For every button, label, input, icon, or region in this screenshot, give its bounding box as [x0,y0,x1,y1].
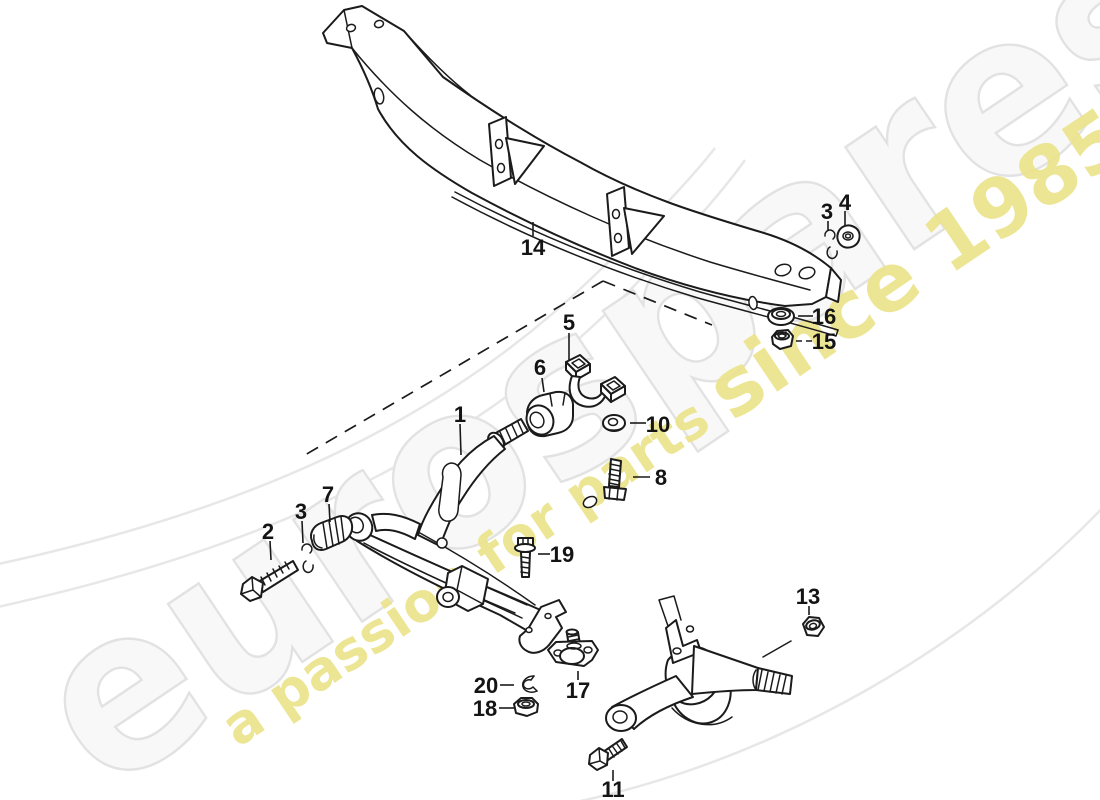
steering-knuckle-drawing [605,595,793,732]
detail-indicator-lines [304,280,713,456]
callout-20[interactable]: 20 [474,673,498,698]
callout-7-leader [328,503,331,523]
callout-8[interactable]: 8 [655,465,667,490]
callout-6[interactable]: 6 [534,355,546,380]
clamp-5-drawing [565,354,626,408]
nut-13-drawing [802,616,825,637]
callout-18[interactable]: 18 [473,696,497,721]
bushing-7-drawing [310,515,354,551]
bolt-2-drawing [240,560,299,602]
clip-3-left-drawing [301,543,314,574]
callout-3-leader [301,520,304,544]
callout-1-leader [459,423,462,456]
crossmember-drawing [322,5,842,337]
callout-6-leader [541,377,545,393]
nut-4-drawing [836,224,861,249]
washer-10-drawing [602,414,626,432]
callout-5[interactable]: 5 [563,310,575,335]
callout-7[interactable]: 7 [322,482,334,507]
callout-2-leader [269,540,272,561]
callout-10[interactable]: 10 [646,412,670,437]
bushing-6-drawing [525,390,574,438]
callout-16[interactable]: 16 [812,304,836,329]
callout-13[interactable]: 13 [796,584,820,609]
callout-14[interactable]: 14 [521,235,546,260]
callout-2[interactable]: 2 [262,519,274,544]
ball-joint-17-drawing [547,628,599,667]
callout-19[interactable]: 19 [550,542,574,567]
bolt-8-drawing [603,458,627,501]
callout-1[interactable]: 1 [454,402,466,427]
washer-16-drawing [767,307,795,326]
nut-15-drawing [771,329,794,350]
bolt-11-drawing [588,738,628,771]
callout-3[interactable]: 3 [821,199,833,224]
callout-17[interactable]: 17 [566,678,590,703]
callout-3[interactable]: 3 [295,499,307,524]
callout-4[interactable]: 4 [839,190,852,215]
bolt-19-drawing [514,537,536,578]
callout-15[interactable]: 15 [812,329,836,354]
control-arm-drawing [344,418,598,654]
circlip-20-drawing [521,675,538,693]
clip-3-top-drawing [824,229,838,260]
callout-11[interactable]: 11 [601,777,624,800]
nut-18-drawing [513,697,539,717]
